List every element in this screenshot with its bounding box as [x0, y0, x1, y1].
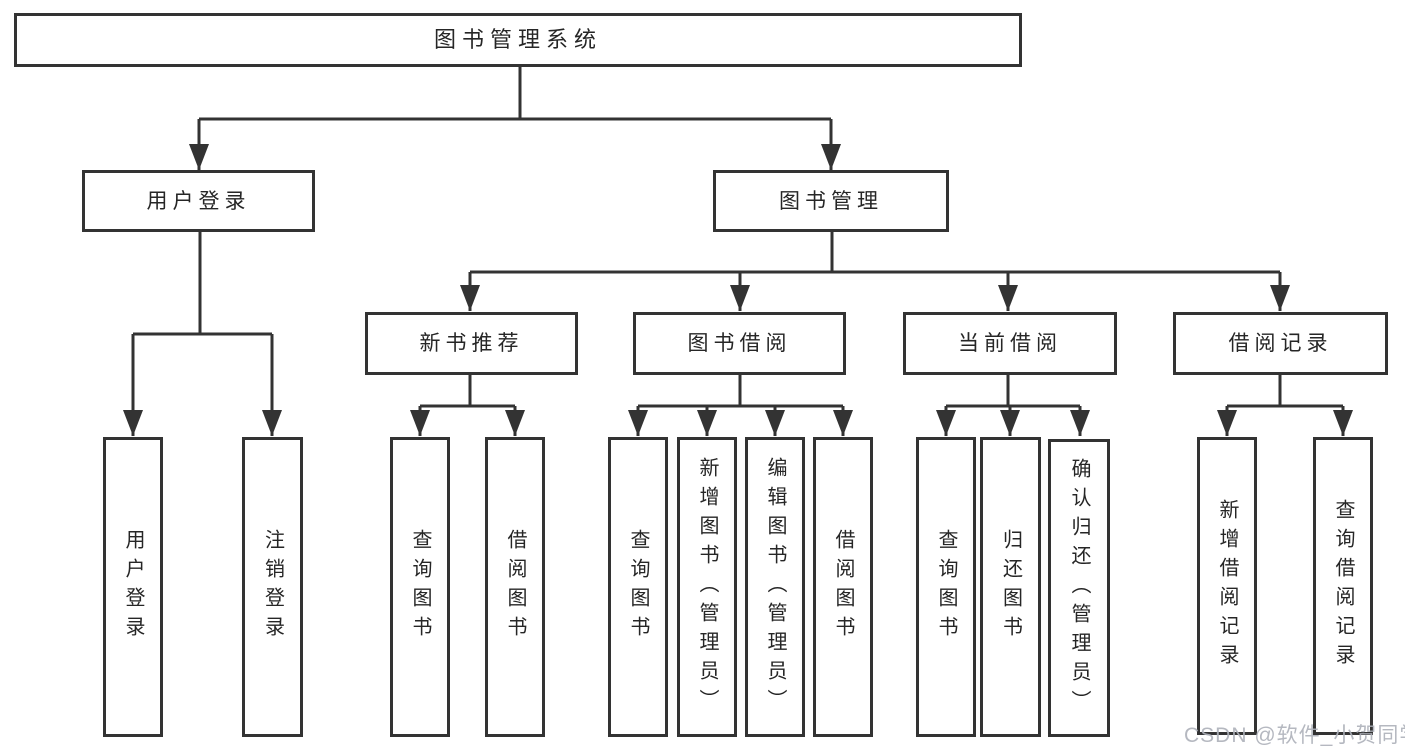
leaf-bb-borrow-books: 借阅图书	[813, 437, 873, 737]
leaf-nbr-query-books: 查询图书	[390, 437, 450, 737]
leaf-nbr-borrow-books: 借阅图书	[485, 437, 545, 737]
node-new-book-recommendation: 新书推荐	[365, 312, 578, 375]
node-current-borrowing: 当前借阅	[903, 312, 1117, 375]
node-book-borrowing: 图书借阅	[633, 312, 846, 375]
leaf-cb-return-books: 归还图书	[980, 437, 1041, 737]
leaf-cb-query-books: 查询图书	[916, 437, 976, 737]
leaf-br-add-borrow-record: 新增借阅记录	[1197, 437, 1257, 735]
node-user-login: 用户登录	[82, 170, 315, 232]
leaf-bb-add-books-admin: 新增图书（管理员）	[677, 437, 737, 737]
leaf-bb-query-books: 查询图书	[608, 437, 668, 737]
node-book-management: 图书管理	[713, 170, 949, 232]
leaf-cb-confirm-return-admin: 确认归还（管理员）	[1048, 439, 1110, 737]
leaf-bb-edit-books-admin: 编辑图书（管理员）	[745, 437, 805, 737]
watermark: CSDN @软件_小贺同学	[1184, 724, 1405, 747]
node-library-system: 图书管理系统	[14, 13, 1022, 67]
leaf-user-login: 用户登录	[103, 437, 163, 737]
leaf-br-query-borrow-record: 查询借阅记录	[1313, 437, 1373, 735]
node-borrowing-records: 借阅记录	[1173, 312, 1388, 375]
leaf-logout-login: 注销登录	[242, 437, 303, 737]
